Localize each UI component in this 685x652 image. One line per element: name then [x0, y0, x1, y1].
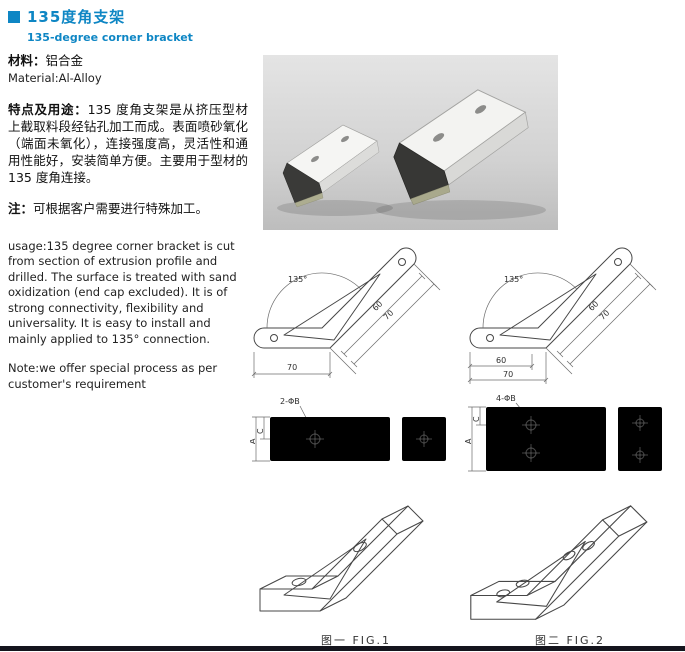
note-text: 可根据客户需要进行特殊加工。 [33, 200, 209, 216]
corner-bracket-large [393, 89, 529, 205]
fig2-dim-c-label: C [472, 416, 481, 422]
fig1-dim-a-label: A [250, 438, 257, 444]
title-bullet-icon [8, 10, 20, 23]
figure-2: 135° 60 70 60 70 4-ΦB [460, 236, 680, 648]
fig2-base-dim-inner: 60 [496, 356, 506, 365]
fig2-section-outline [486, 407, 662, 471]
features-text: 135 度角支架是从挤压型材上截取料段经钻孔加工而成。表面喷砂氧化（端面未氧化）… [8, 101, 248, 185]
figure-1: 135° 60 70 70 2-ΦB [250, 236, 462, 648]
fig1-isometric-view [259, 505, 424, 612]
bracket-shadow [376, 200, 546, 220]
fig2-angle-label: 135° [504, 275, 523, 284]
fig2-arm-dim-outer: 70 [598, 308, 612, 322]
fig1-base-dim: 70 [287, 363, 297, 372]
fig2-hole-crosshairs [522, 415, 648, 463]
fig1-angle-label: 135° [288, 275, 307, 284]
fig2-holes-label: 4-ΦB [496, 394, 516, 403]
corner-bracket-small [282, 124, 380, 208]
note-label: 注： [8, 200, 34, 216]
fig2-profile-outline [469, 247, 633, 349]
fig2-isometric-view [470, 505, 648, 620]
fig1-dim-c-label: C [256, 428, 265, 434]
fig2-iso-outline [470, 505, 648, 620]
spec-text-column: 材料：铝合金 Material:Al-Alloy 特点及用途：135 度角支架是… [8, 52, 248, 406]
figure-1-caption: 图一 FIG.1 [320, 634, 392, 647]
page-subtitle: 135-degree corner bracket [27, 31, 193, 44]
fig2-arm-dim-inner: 60 [587, 299, 601, 313]
page-bottom-rule [0, 646, 685, 651]
product-photo-image [263, 55, 558, 230]
features-label: 特点及用途： [8, 101, 88, 117]
fig1-top-view: 135° 60 70 70 [251, 247, 441, 378]
fig2-section-dims [468, 406, 486, 472]
fig1-iso-outline [259, 505, 424, 612]
material-label: 材料： [8, 53, 46, 68]
features-paragraph: 特点及用途：135 度角支架是从挤压型材上截取料段经钻孔加工而成。表面喷砂氧化（… [8, 101, 248, 186]
fig1-dimension-lines [251, 263, 441, 378]
fig1-arm-dim-outer: 70 [382, 308, 396, 322]
fig1-section-view: 2-ΦB A [250, 397, 446, 462]
note-paragraph-en: Note:we offer special process as per cus… [8, 361, 218, 391]
note-line: 注：可根据客户需要进行特殊加工。 [8, 200, 248, 217]
material-line-en: Material:Al-Alloy [8, 71, 102, 85]
product-photo [263, 55, 558, 230]
page-header: 135度角支架 135-degree corner bracket [8, 6, 193, 44]
fig1-holes-label: 2-ΦB [280, 397, 300, 406]
fig2-section-view: 4-ΦB [464, 394, 662, 472]
fig2-dimension-lines [467, 263, 657, 384]
fig2-base-dim-outer: 70 [503, 370, 513, 379]
page-title: 135度角支架 [27, 8, 126, 26]
fig1-arm-dim-inner: 60 [371, 299, 385, 313]
fig2-dim-a-label: A [464, 438, 473, 444]
figure-2-caption: 图二 FIG.2 [534, 634, 606, 647]
fig1-section-dims [252, 416, 270, 462]
title-row: 135度角支架 [8, 6, 193, 27]
usage-paragraph-en: usage:135 degree corner bracket is cut f… [8, 238, 237, 346]
material-line: 材料：铝合金 [8, 52, 248, 69]
fig2-top-view: 135° 60 70 60 70 [467, 247, 657, 384]
bracket-shadow [277, 200, 393, 216]
fig1-profile-outline [253, 247, 417, 349]
fig1-hole-crosshairs [306, 430, 432, 448]
material-value: 铝合金 [45, 53, 84, 68]
